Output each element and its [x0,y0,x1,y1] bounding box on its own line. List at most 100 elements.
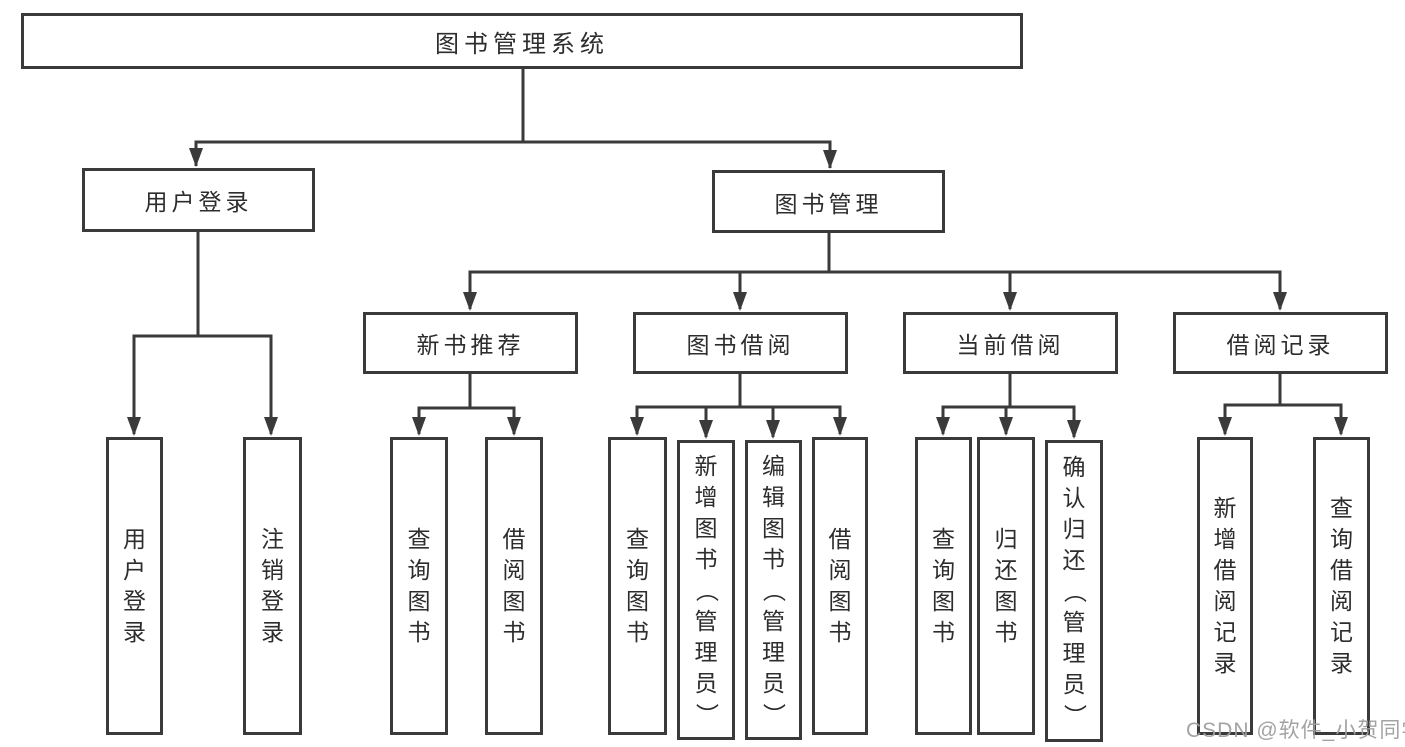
node-user-login-leaf: 用户登录 [106,437,163,735]
label-char: 书 [994,619,1018,645]
node-query-book-current: 查询图书 [915,437,972,735]
node-label: 确认归还（管理员） [1048,443,1100,739]
node-label: 新增借阅记录 [1200,440,1250,732]
node-label: 借阅记录 [1226,332,1335,358]
node-label: 用户登录 [144,189,253,215]
label-char: 还 [994,557,1018,583]
label-char: （ [761,578,787,602]
label-char: 确 [1062,453,1086,480]
label-char: 理 [1062,639,1086,666]
label-char: 编 [762,452,785,479]
label-char: 用 [123,526,146,552]
node-return-book: 归还图书 [977,437,1035,735]
label-char: 书 [626,619,649,645]
label-char: 图 [694,514,718,541]
node-confirm-return-admin: 确认归还（管理员） [1045,440,1103,742]
node-book-borrow: 图书借阅 [633,312,848,374]
label-char: 书 [502,619,526,645]
label-char: 询 [1330,526,1353,552]
label-char: 借 [1213,557,1237,583]
label-char: 询 [407,557,431,583]
label-char: 书 [407,619,431,645]
node-label: 查询图书 [611,440,664,732]
node-new-book: 新书推荐 [363,312,578,374]
label-char: 查 [932,526,955,552]
label-char: 增 [1213,526,1237,552]
node-label: 图书借阅 [686,332,795,358]
node-label: 新增图书 （ 管理员 ） [680,443,732,737]
node-label: 查询借阅记录 [1316,440,1367,732]
label-char: 户 [123,557,146,583]
node-label: 新书推荐 [416,332,525,358]
node-query-book-borrow: 查询图书 [608,437,667,735]
label-char: 书 [828,619,852,645]
label-char: ） [1061,703,1088,727]
label-char: 图 [828,588,852,614]
label-char: 询 [932,557,955,583]
node-add-borrow-record: 新增借阅记录 [1197,437,1253,735]
label-char: 登 [123,588,146,614]
label-char: ） [761,702,787,726]
node-logout: 注销登录 [243,437,302,735]
label-char: 增 [694,483,718,510]
label-char: 借 [828,526,852,552]
node-root: 图书管理系统 [21,13,1023,69]
label-char: 图 [994,588,1018,614]
label-char: 借 [502,526,526,552]
node-label: 图书管理 [774,190,883,217]
label-char: 书 [694,545,718,572]
node-label: 借阅图书 [488,440,540,732]
label-char: 查 [407,526,431,552]
label-char: 阅 [828,557,852,583]
label-char: 图 [502,588,526,614]
label-char: 图 [762,514,785,541]
node-label: 注销登录 [246,440,299,732]
node-borrow-book-newbook: 借阅图书 [485,437,543,735]
node-label: 编辑图书（管理员） [748,443,799,737]
label-char: 新 [694,452,718,479]
label-char: 录 [261,619,284,645]
node-edit-book-admin: 编辑图书（管理员） [745,440,802,740]
label-char: 借 [1330,557,1353,583]
label-char: 员 [694,669,718,696]
label-char: 询 [626,557,649,583]
node-current-borrow: 当前借阅 [903,312,1118,374]
label-char: 记 [1330,619,1353,645]
node-label: 查询图书 [393,440,445,732]
node-label: 用户登录 [109,440,160,732]
label-char: 归 [994,526,1018,552]
label-char: ） [693,702,720,726]
label-char: 登 [261,588,284,614]
label-char: 注 [261,526,284,552]
label-char: 图 [626,588,649,614]
label-char: 管 [694,607,718,634]
label-char: 录 [123,619,146,645]
label-char: 查 [626,526,649,552]
label-char: 录 [1330,650,1353,676]
label-char: （ [693,578,720,602]
label-char: 新 [1213,495,1237,521]
label-char: （ [1061,579,1088,603]
label-char: 还 [1062,546,1086,573]
label-char: 记 [1213,619,1237,645]
node-label: 图书管理系统 [435,30,609,58]
node-book-mgmt: 图书管理 [712,170,945,233]
label-char: 阅 [1213,588,1237,614]
label-char: 销 [261,557,284,583]
node-label: 归还图书 [980,440,1032,732]
label-char: 阅 [502,557,526,583]
label-char: 管 [1062,608,1086,635]
label-char: 图 [407,588,431,614]
node-borrow-book-borrow: 借阅图书 [812,437,868,735]
node-query-book-newbook: 查询图书 [390,437,448,735]
node-label: 查询图书 [918,440,969,732]
label-char: 图 [932,588,955,614]
label-char: 管 [762,607,785,634]
label-char: 书 [932,619,955,645]
watermark: CSDN @软件_小贺同学 [1186,719,1405,742]
label-char: 归 [1062,515,1086,542]
label-char: 阅 [1330,588,1353,614]
label-char: 理 [694,638,718,665]
